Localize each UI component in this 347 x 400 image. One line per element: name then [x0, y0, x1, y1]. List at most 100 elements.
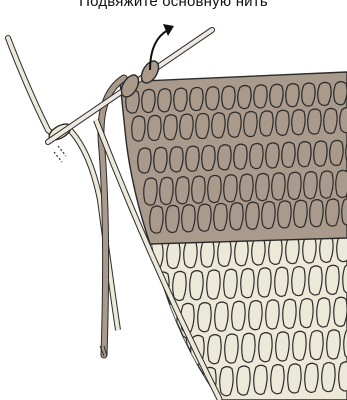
- stitch: [224, 175, 237, 202]
- stitch: [294, 200, 307, 227]
- stitch: [142, 89, 155, 112]
- stitch: [144, 178, 157, 205]
- stitch: [340, 108, 347, 133]
- stitch: [234, 144, 247, 169]
- stitch: [198, 204, 211, 231]
- stitch: [225, 334, 238, 363]
- stitch: [276, 332, 289, 361]
- stitch: [206, 87, 219, 110]
- stitch: [298, 142, 311, 167]
- stitch: [174, 336, 187, 365]
- stitch: [318, 82, 331, 105]
- stitch: [252, 238, 265, 265]
- stitch: [314, 141, 327, 166]
- stitch: [238, 86, 251, 109]
- stitch: [212, 113, 225, 138]
- stitch: [288, 172, 301, 199]
- stitch: [322, 363, 335, 392]
- stitch: [196, 113, 209, 138]
- stitch: [286, 237, 299, 264]
- stitch: [254, 85, 267, 108]
- stitch: [288, 364, 301, 393]
- stitch: [272, 173, 285, 200]
- cream-yarn-strand: [8, 38, 68, 135]
- stitch: [310, 200, 323, 227]
- stitch: [317, 298, 330, 327]
- stitch: [208, 335, 221, 364]
- stitch: [202, 145, 215, 170]
- stitch: [184, 241, 197, 268]
- stitch: [246, 202, 259, 229]
- stitch: [286, 84, 299, 107]
- stitch: [292, 110, 305, 135]
- stitch: [158, 89, 171, 112]
- stitch: [228, 112, 241, 137]
- stitch: [269, 237, 282, 264]
- stitch: [186, 368, 199, 397]
- stitch: [262, 202, 275, 229]
- stitch: [266, 300, 279, 329]
- stitch: [282, 142, 295, 167]
- stitch: [302, 83, 315, 106]
- stitch: [207, 270, 220, 299]
- stitch: [208, 175, 221, 202]
- stitch: [266, 143, 279, 168]
- stitch: [150, 206, 163, 233]
- stitch: [271, 365, 284, 394]
- stitch: [154, 147, 167, 172]
- stitch: [308, 109, 321, 134]
- stitch: [222, 86, 235, 109]
- stitch: [176, 177, 189, 204]
- stitch: [270, 84, 283, 107]
- stitch: [218, 145, 231, 170]
- stitch: [276, 110, 289, 135]
- stitch: [334, 297, 347, 326]
- stitch: [186, 146, 199, 171]
- stitch: [138, 148, 151, 173]
- stitch: [300, 299, 313, 328]
- stitch: [174, 88, 187, 111]
- stitch: [244, 112, 257, 137]
- stitch: [305, 363, 318, 392]
- stitch: [330, 140, 343, 165]
- stitch: [275, 267, 288, 296]
- stitch: [180, 114, 193, 139]
- stitch: [256, 174, 269, 201]
- stitch: [160, 177, 173, 204]
- stitch: [214, 203, 227, 230]
- stitch: [304, 172, 317, 199]
- stitch: [190, 87, 203, 110]
- stitch: [334, 82, 347, 105]
- stitch: [258, 268, 271, 297]
- stitch: [237, 366, 250, 395]
- stitch: [260, 111, 273, 136]
- stitch: [198, 303, 211, 332]
- stitch: [240, 174, 253, 201]
- taupe-fabric: [120, 72, 347, 244]
- stitch: [192, 176, 205, 203]
- stitch: [327, 330, 340, 359]
- stitch: [132, 116, 145, 141]
- stitch: [218, 239, 231, 266]
- stitch: [250, 144, 263, 169]
- stitch: [293, 331, 306, 360]
- stitch: [339, 362, 347, 391]
- stitch: [170, 147, 183, 172]
- stitch: [241, 269, 254, 298]
- stitch: [235, 239, 248, 266]
- stitch: [336, 170, 347, 197]
- stitch: [310, 331, 323, 360]
- stitch: [230, 203, 243, 230]
- stitch: [320, 171, 333, 198]
- stitch: [173, 271, 186, 300]
- stitch: [309, 266, 322, 295]
- stitch: [201, 240, 214, 267]
- stitch: [166, 205, 179, 232]
- stitch: [326, 199, 339, 226]
- stitch: [278, 201, 291, 228]
- stitch: [283, 299, 296, 328]
- stitch: [148, 115, 161, 140]
- stitch: [164, 115, 177, 140]
